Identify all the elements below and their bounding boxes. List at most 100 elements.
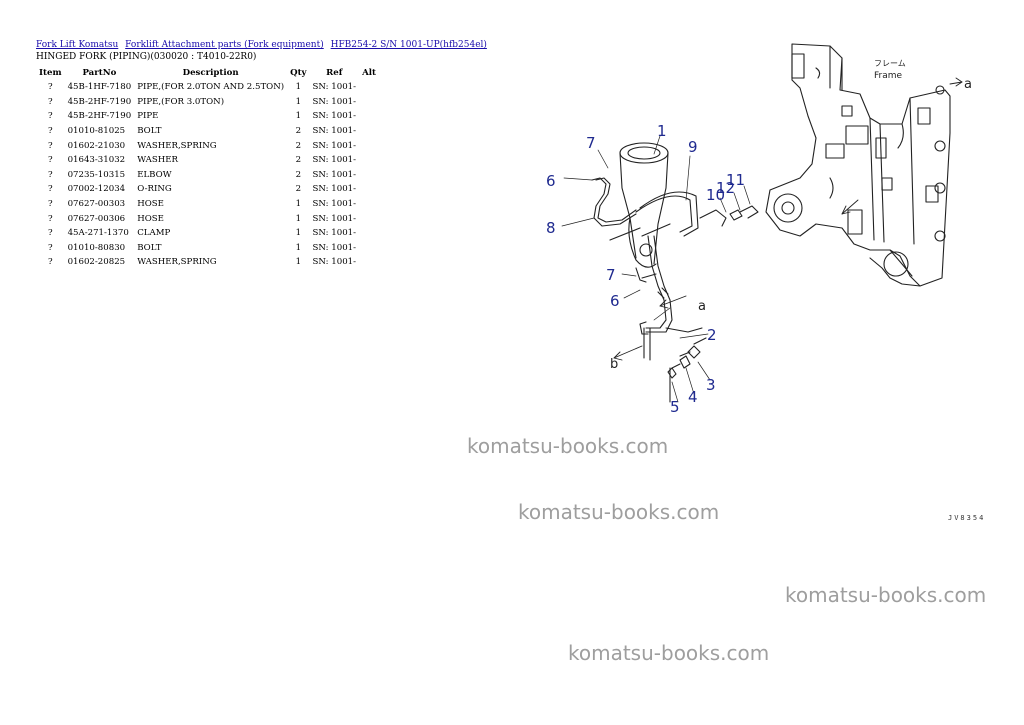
cell-part-no: 01602-20825 (67, 257, 126, 268)
table-row: ? 45B-2HF-7190 PIPE 1 SN: 1001- (36, 109, 379, 124)
cell-alt (359, 255, 379, 270)
cell-ref: SN: 1001- (312, 155, 357, 166)
cell-qty: 1 (295, 111, 302, 122)
cell-item: ? (47, 257, 53, 268)
cell-alt (359, 211, 379, 226)
cell-ref: SN: 1001- (312, 184, 357, 195)
frame-label-jp: フレーム (874, 59, 906, 68)
cell-part-no: 45B-2HF-7190 (67, 111, 132, 122)
ref-label-b-piping: b (610, 357, 618, 372)
cell-ref: SN: 1001- (312, 242, 357, 253)
watermark-2: komatsu-books.com (518, 500, 720, 524)
cell-item: ? (47, 184, 53, 195)
breadcrumb-link-category[interactable]: Forklift Attachment parts (Fork equipmen… (125, 40, 324, 50)
table-header-row: Item PartNo Description Qty Ref Alt (36, 66, 379, 80)
parts-diagram: 1 7 9 6 10 12 11 8 7 6 2 3 4 5 a b a フレー… (546, 43, 972, 416)
leader-lines (561, 135, 751, 403)
cell-ref: SN: 1001- (312, 213, 357, 224)
cell-qty: 2 (295, 140, 302, 151)
cell-part-no: 01602-21030 (67, 140, 126, 151)
cell-qty: 1 (295, 213, 302, 224)
cell-description: ELBOW (137, 169, 172, 180)
callout-8: 8 (546, 219, 556, 237)
breadcrumb-link-brand[interactable]: Fork Lift Komatsu (36, 40, 119, 50)
cell-qty: 1 (295, 199, 302, 210)
callout-2: 2 (707, 326, 717, 344)
cell-part-no: 01010-81025 (67, 126, 126, 137)
breadcrumb-link-model[interactable]: HFB254-2 S/N 1001-UP(hfb254el) (330, 40, 487, 50)
cell-qty: 1 (295, 82, 302, 93)
cell-ref: SN: 1001- (312, 257, 357, 268)
page-subtitle: HINGED FORK (PIPING)(030020 : T4010-22R0… (36, 52, 257, 62)
cell-alt (359, 109, 379, 124)
cell-alt (359, 226, 379, 241)
cell-description: PIPE,(FOR 3.0TON) (137, 96, 225, 107)
cell-alt (359, 80, 379, 95)
cell-part-no: 01010-80830 (67, 242, 126, 253)
callout-5: 5 (670, 398, 680, 416)
cell-qty: 1 (295, 228, 302, 239)
cell-ref: SN: 1001- (312, 111, 357, 122)
callout-9: 9 (688, 138, 698, 156)
cell-qty: 2 (295, 184, 302, 195)
cell-qty: 2 (295, 155, 302, 166)
cell-alt (359, 124, 379, 139)
ref-label-a-piping: a (698, 299, 706, 314)
cell-description: CLAMP (137, 228, 171, 239)
callout-7-top: 7 (586, 134, 596, 152)
cell-alt (359, 197, 379, 212)
cell-part-no: 45A-271-1370 (67, 228, 129, 239)
breadcrumb: Fork Lift Komatsu Forklift Attachment pa… (36, 40, 491, 50)
cell-part-no: 45B-2HF-7190 (67, 96, 132, 107)
cell-alt (359, 182, 379, 197)
cell-description: WASHER,SPRING (137, 257, 217, 268)
callout-7-bottom: 7 (606, 266, 616, 284)
cell-alt (359, 241, 379, 256)
cell-description: PIPE (137, 111, 159, 122)
cell-item: ? (47, 213, 53, 224)
cell-qty: 1 (295, 242, 302, 253)
cell-part-no: 01643-31032 (67, 155, 126, 166)
cell-item: ? (47, 199, 53, 210)
cell-description: O-RING (137, 184, 172, 195)
table-row: ? 01602-20825 WASHER,SPRING 1 SN: 1001- (36, 255, 379, 270)
callout-4: 4 (688, 388, 698, 406)
cell-item: ? (47, 126, 53, 137)
cell-alt (359, 153, 379, 168)
col-header-description: Description (182, 68, 239, 78)
cell-ref: SN: 1001- (312, 82, 357, 93)
callout-1: 1 (657, 122, 667, 140)
watermark-3: komatsu-books.com (785, 583, 987, 607)
callout-11: 11 (726, 171, 745, 189)
cell-description: BOLT (137, 126, 162, 137)
cell-item: ? (47, 169, 53, 180)
cell-ref: SN: 1001- (312, 169, 357, 180)
callout-3: 3 (706, 376, 716, 394)
cell-qty: 2 (295, 126, 302, 137)
cell-part-no: 45B-1HF-7180 (67, 82, 132, 93)
cell-item: ? (47, 96, 53, 107)
cell-item: ? (47, 82, 53, 93)
ref-label-a-frame: a (964, 77, 972, 92)
cell-part-no: 07627-00306 (67, 213, 126, 224)
watermark-1: komatsu-books.com (467, 434, 669, 458)
piping-drawing (591, 177, 759, 403)
frame-drawing (765, 43, 951, 287)
cell-item: ? (47, 111, 53, 122)
cell-qty: 1 (295, 257, 302, 268)
diagram-code: JV8354 (948, 514, 986, 522)
ref-arrows (613, 77, 963, 361)
cell-description: WASHER (137, 155, 178, 166)
callout-12: 12 (716, 179, 735, 197)
col-header-alt: Alt (362, 68, 376, 78)
cell-ref: SN: 1001- (312, 140, 357, 151)
